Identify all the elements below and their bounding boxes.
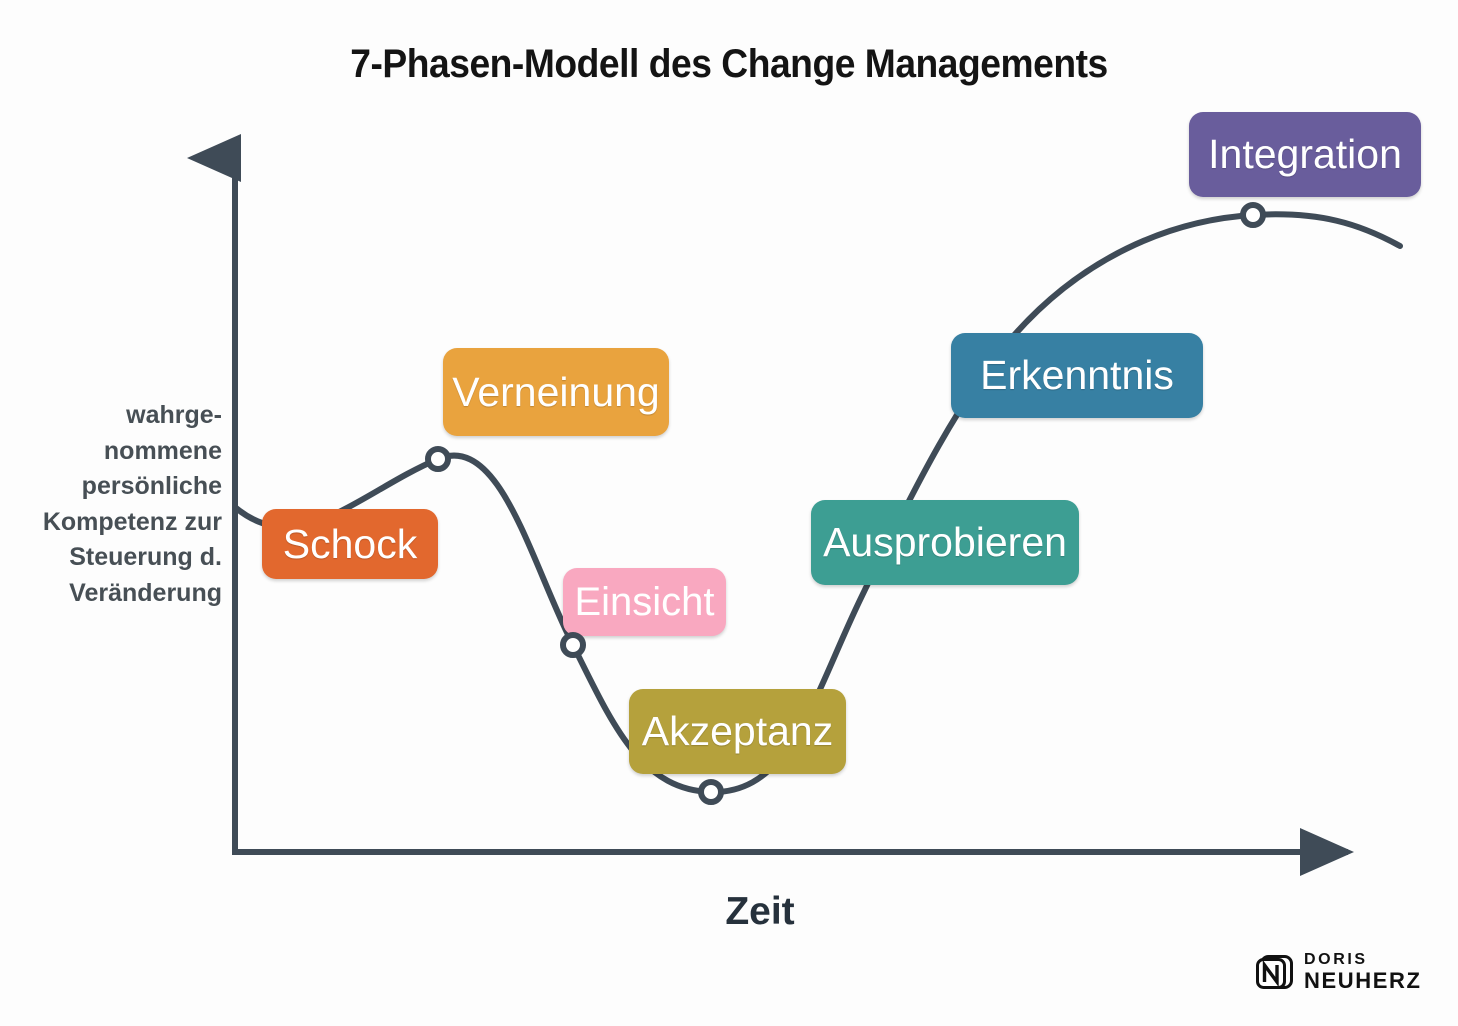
logo-line-doris: DORIS: [1304, 951, 1368, 968]
page-title: 7-Phasen-Modell des Change Managements: [350, 42, 1108, 86]
phase-box-einsicht[interactable]: Einsicht: [563, 568, 726, 636]
phase-box-verneinung[interactable]: Verneinung: [443, 348, 669, 436]
phase-box-ausprobieren[interactable]: Ausprobieren: [811, 500, 1079, 585]
x-axis-label: Zeit: [725, 890, 795, 933]
n-monogram-icon: [1255, 952, 1295, 992]
phase-box-erkenntnis[interactable]: Erkenntnis: [951, 333, 1203, 418]
brand-logo: DORIS NEUHERZ: [1255, 952, 1422, 992]
phase-box-integration[interactable]: Integration: [1189, 112, 1421, 197]
phase-box-schock[interactable]: Schock: [262, 509, 438, 579]
y-axis-label: wahrge- nommene persönliche Kompetenz zu…: [42, 401, 222, 607]
phase-box-akzeptanz[interactable]: Akzeptanz: [629, 689, 846, 774]
logo-line-neuherz: NEUHERZ: [1304, 968, 1422, 993]
